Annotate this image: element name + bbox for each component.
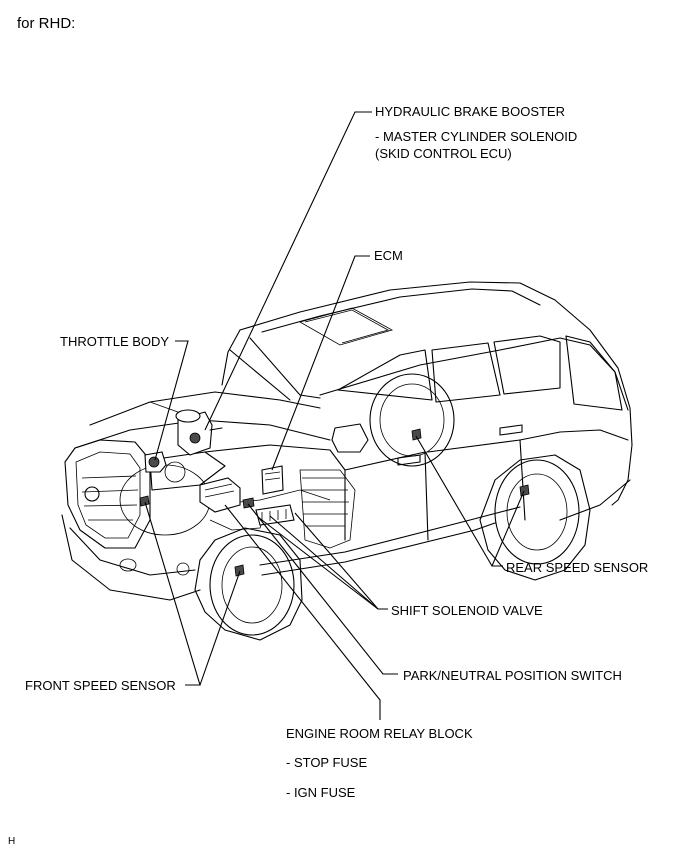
footer-mark: H	[8, 836, 16, 847]
master-cylinder-solenoid-label: - MASTER CYLINDER SOLENOID	[375, 129, 578, 144]
hydraulic-brake-booster-label: HYDRAULIC BRAKE BOOSTER	[375, 104, 565, 119]
front-speed-sensor-label: FRONT SPEED SENSOR	[25, 678, 176, 693]
throttle-body-part	[144, 451, 167, 473]
ecm-part	[261, 465, 284, 495]
vehicle-outline	[61, 281, 633, 601]
engine-room-relay-block-label: ENGINE ROOM RELAY BLOCK	[286, 726, 473, 741]
throttle-body-label: THROTTLE BODY	[60, 334, 170, 349]
page-title: for RHD:	[17, 15, 76, 32]
ign-fuse-label: - IGN FUSE	[286, 785, 356, 800]
rear-speed-sensor-part	[411, 428, 530, 497]
shift-solenoid-valve-label: SHIFT SOLENOID VALVE	[391, 603, 543, 618]
park-neutral-switch-part	[242, 497, 255, 509]
stop-fuse-label: - STOP FUSE	[286, 755, 368, 770]
engine-room-relay-block-part	[199, 477, 241, 513]
skid-control-ecu-label: (SKID CONTROL ECU)	[375, 146, 512, 161]
wheels	[194, 454, 591, 641]
ecm-label: ECM	[374, 248, 403, 263]
hydraulic-brake-booster-part	[175, 409, 223, 456]
rear-speed-sensor-label: REAR SPEED SENSOR	[506, 560, 649, 575]
leader-lines	[144, 111, 525, 720]
park-neutral-position-switch-label: PARK/NEUTRAL POSITION SWITCH	[403, 668, 622, 683]
front-speed-sensor-part	[139, 495, 245, 577]
shift-solenoid-valve-part	[255, 504, 295, 526]
